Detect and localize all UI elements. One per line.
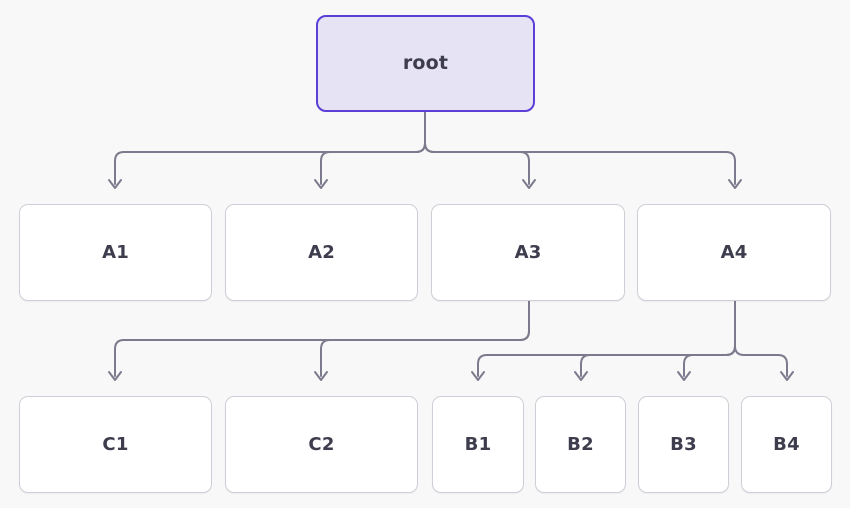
arrowhead-icon <box>108 371 122 381</box>
node-label: B4 <box>773 433 800 455</box>
arrowhead-icon <box>677 371 691 381</box>
node-A2[interactable]: A2 <box>225 204 418 301</box>
node-C1[interactable]: C1 <box>19 396 212 493</box>
node-label: B2 <box>567 433 594 455</box>
edge-A3-C2 <box>314 300 530 381</box>
arrowhead-icon <box>314 371 328 381</box>
arrowhead-icon <box>108 179 122 189</box>
arrowhead-icon <box>471 371 485 381</box>
node-A4[interactable]: A4 <box>637 204 831 301</box>
node-B3[interactable]: B3 <box>638 396 729 493</box>
node-B1[interactable]: B1 <box>432 396 524 493</box>
edge-line <box>424 111 736 185</box>
arrowhead-icon <box>728 179 742 189</box>
node-A1[interactable]: A1 <box>19 204 212 301</box>
node-root[interactable]: root <box>316 15 535 112</box>
arrowhead-icon <box>522 179 536 189</box>
node-label: B3 <box>670 433 697 455</box>
node-label: A4 <box>720 241 748 263</box>
node-label: B1 <box>464 433 492 455</box>
arrowhead-icon <box>314 179 328 189</box>
edge-line <box>320 300 530 377</box>
node-label: C2 <box>308 433 335 455</box>
node-label: root <box>402 52 449 74</box>
arrowhead-icon <box>780 371 794 381</box>
edge-root-A4 <box>424 111 742 189</box>
node-label: A1 <box>102 241 129 263</box>
arrowhead-icon <box>574 371 588 381</box>
node-B2[interactable]: B2 <box>535 396 626 493</box>
node-label: C1 <box>102 433 129 455</box>
node-A3[interactable]: A3 <box>431 204 625 301</box>
edge-line <box>734 300 788 377</box>
node-B4[interactable]: B4 <box>741 396 832 493</box>
node-label: A3 <box>514 241 542 263</box>
edge-A4-B4 <box>734 300 794 381</box>
node-C2[interactable]: C2 <box>225 396 418 493</box>
node-label: A2 <box>308 241 335 263</box>
